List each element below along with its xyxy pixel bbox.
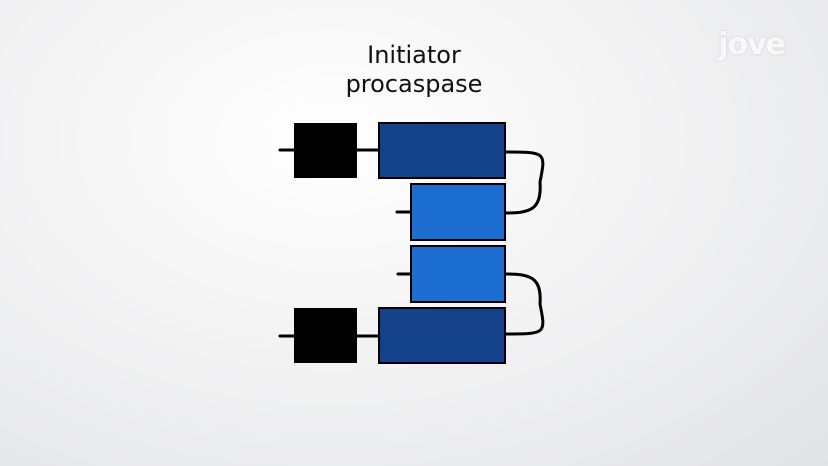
jove-logo: jove bbox=[718, 27, 786, 62]
bottom-small-subunit bbox=[410, 245, 506, 303]
diagram-title-line-2: procaspase bbox=[345, 70, 483, 98]
top-small-subunit bbox=[410, 183, 506, 241]
top-prodomain bbox=[294, 123, 357, 178]
top-hinge-loop bbox=[503, 150, 545, 215]
bottom-prodomain bbox=[294, 308, 357, 363]
diagram-title-line-1: Initiator bbox=[367, 41, 461, 69]
top-large-subunit bbox=[378, 122, 506, 179]
bottom-large-subunit bbox=[378, 307, 506, 364]
bottom-hinge-loop bbox=[503, 272, 545, 336]
